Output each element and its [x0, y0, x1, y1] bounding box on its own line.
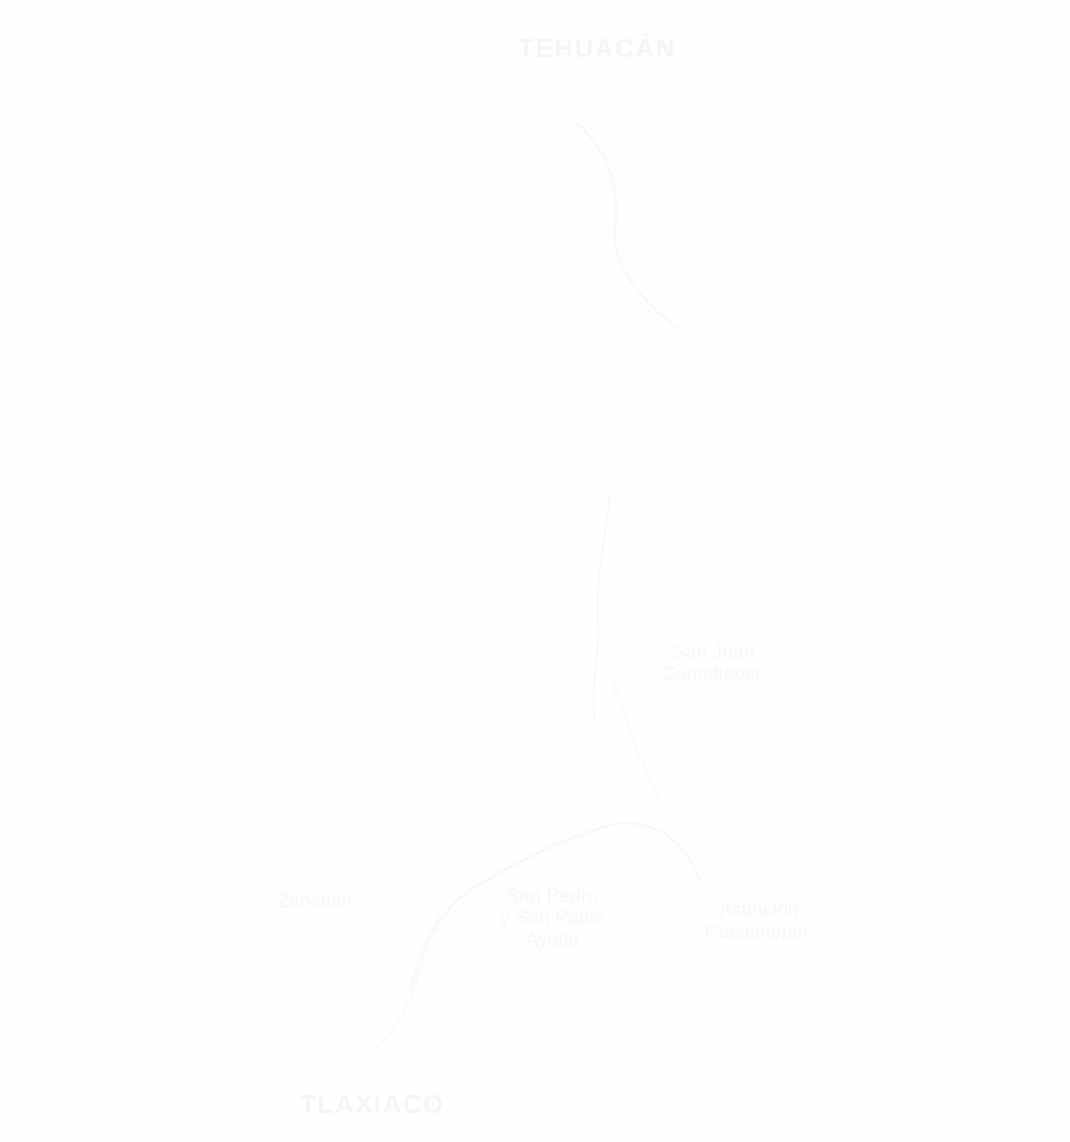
place-label-line: Comaltepec [662, 663, 766, 685]
place-label-text: TEHUACÁN [518, 33, 676, 63]
place-label-tlaxiaco: TLAXIACO [300, 1089, 445, 1120]
road-line [611, 679, 661, 801]
place-label-line: San Pedro [506, 886, 599, 907]
road-line [369, 914, 441, 1051]
place-label-comaltepec: San Juan Comaltepec [662, 642, 765, 686]
road-line [574, 121, 681, 331]
place-label-zimatlan: Zimatlán [278, 891, 352, 913]
place-label-line: Asunción [719, 900, 799, 921]
place-label-line: Ayutla [525, 929, 580, 951]
place-label-text: TLAXIACO [300, 1089, 445, 1119]
place-label-cacalotepec: Asunción Cacalotepec [705, 900, 813, 944]
place-label-text: Zimatlán [278, 891, 353, 912]
place-label-ayutla: San Pedro y San Pablo Ayutla [500, 886, 605, 952]
place-label-tehuacan: TEHUACÁN [518, 33, 676, 64]
place-label-line: Cacalotepec [705, 921, 813, 943]
place-label-line: San Juan [672, 642, 755, 663]
road-line [592, 494, 611, 721]
place-label-line: y San Pablo [500, 907, 605, 929]
